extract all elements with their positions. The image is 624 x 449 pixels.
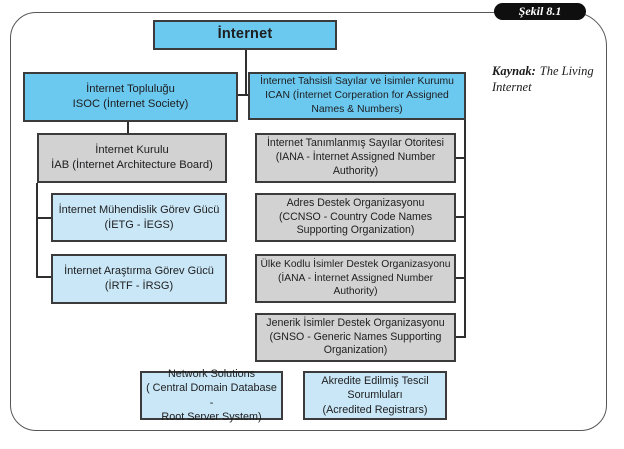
- figure-border-frame: [10, 12, 607, 431]
- node-ican: İnternet Tahsisli Sayılar ve İsimler Kur…: [248, 72, 466, 120]
- connector-stub-jenerik: [456, 336, 466, 338]
- connector-left-rail: [36, 183, 38, 278]
- node-iana: İnternet Tanımlanmış Sayılar Otoritesi (…: [255, 133, 456, 183]
- node-iab: İnternet Kurulu İAB (İnternet Architectu…: [37, 133, 227, 183]
- connector-stub-ulke: [456, 277, 466, 279]
- figure-label-badge: Şekil 8.1: [494, 3, 586, 20]
- figure-label: Şekil 8.1: [518, 4, 562, 18]
- source-citation-prefix: Kaynak:: [492, 64, 536, 78]
- connector-internet-down: [245, 50, 247, 95]
- connector-isoc-ican: [236, 94, 250, 96]
- source-citation: Kaynak:The Living Internet: [492, 63, 612, 96]
- connector-stub-ietg: [36, 217, 51, 219]
- connector-right-rail: [464, 120, 466, 338]
- node-isoc: İnternet Topluluğu ISOC (İnternet Societ…: [23, 72, 238, 122]
- node-irtf: İnternet Araştırma Görev Gücü (İRTF - İR…: [51, 254, 227, 304]
- connector-stub-iana: [456, 157, 466, 159]
- node-ulke: Ülke Kodlu İsimler Destek Organizasyonu …: [255, 254, 456, 303]
- connector-stub-adres: [456, 216, 466, 218]
- node-ietg: İnternet Mühendislik Görev Gücü (İETG - …: [51, 193, 227, 242]
- connector-isoc-iab: [127, 122, 129, 133]
- node-internet: İnternet: [153, 20, 337, 50]
- node-network-solutions: Network Solutions ( Central Domain Datab…: [140, 368, 283, 423]
- node-akredite: Akredite Edilmiş Tescil Sorumluları (Acr…: [303, 371, 447, 420]
- connector-stub-irtf: [36, 276, 51, 278]
- node-adres: Adres Destek Organizasyonu (CCNSO - Coun…: [255, 193, 456, 242]
- source-citation-text: The Living Internet: [492, 64, 594, 95]
- node-jenerik: Jenerik İsimler Destek Organizasyonu (GN…: [255, 313, 456, 362]
